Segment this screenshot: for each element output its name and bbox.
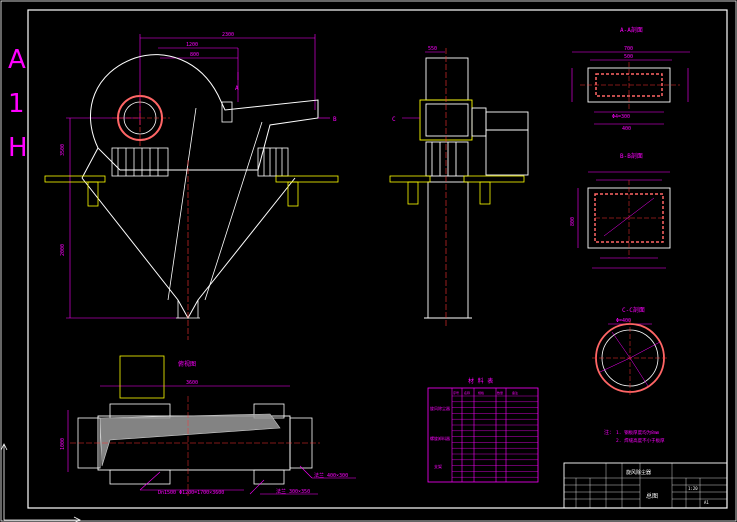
title-project: 旋风除尘器 <box>626 469 651 476</box>
notes-line-1: 1. 钢板厚度均为8mm <box>616 429 660 436</box>
bom-header-3: 规格 <box>478 390 484 395</box>
notes-heading: 注： <box>604 429 614 436</box>
title-scale: 1:20 <box>688 486 698 491</box>
section-marker-b: B <box>333 116 337 123</box>
bom-header-5: 备注 <box>512 390 518 395</box>
dim-top-small: 800 <box>190 52 199 58</box>
bom-group-1: 旋风除尘器 <box>430 405 450 411</box>
title-drawing: 总图 <box>646 492 658 500</box>
section-label-plan: 俯视图 <box>178 360 196 368</box>
side-letter-a: A <box>8 45 26 75</box>
ucs-axis-icon <box>0 443 81 522</box>
bom-header-1: 序号 <box>453 390 459 395</box>
section-marker-c: C <box>392 116 396 123</box>
side-letter-h: H <box>8 133 28 163</box>
bom-header-2: 名称 <box>464 390 470 395</box>
callout-2: 法兰 300×350 <box>276 488 310 495</box>
section-label-a-a: A-A剖面 <box>620 26 643 34</box>
section-c-c: C-C剖面 Φ=400 <box>592 306 668 396</box>
title-sheet: A1 <box>704 500 709 505</box>
dim-sec-side-b: 800 <box>570 217 576 226</box>
side-view: 550 C <box>389 46 529 328</box>
dim-left-tall: 3500 <box>60 144 66 156</box>
dim-right-top: 550 <box>428 46 437 52</box>
dim-sec-inner: 500 <box>624 54 633 60</box>
section-marker-a: A <box>235 85 239 92</box>
notes-line-2: 2. 焊缝高度不小于板厚 <box>616 437 665 444</box>
notes-block: 注： 1. 钢板厚度均为8mm 2. 焊缝高度不小于板厚 <box>604 429 665 444</box>
front-flange-right <box>275 175 339 183</box>
bom-header-4: 数量 <box>497 390 503 395</box>
section-b-b: B-B剖面 800 <box>570 152 671 269</box>
dim-sec-top: 700 <box>624 46 633 52</box>
front-flange-left <box>44 175 106 183</box>
bom-group-3: 支架 <box>434 463 442 469</box>
section-label-b-b: B-B剖面 <box>620 152 643 160</box>
callout-3: 法兰 400×300 <box>314 472 348 479</box>
dim-sec-note-a: Φ4=300 <box>612 114 630 120</box>
dim-plan-height: 1000 <box>60 438 66 450</box>
dim-circle-note: Φ=400 <box>616 318 631 324</box>
title-block: 旋风除尘器 总图 1:20 A1 <box>563 462 728 509</box>
dim-left-short: 2000 <box>60 244 66 256</box>
callout-1: Dn1500 Φ1200=1700×3600 <box>158 490 224 496</box>
dim-sec-bottom-a: 400 <box>622 126 631 132</box>
dim-plan-width: 3600 <box>186 380 198 386</box>
dim-top-overall: 2300 <box>222 32 234 38</box>
section-a-a: A-A剖面 700 500 Φ4=300 400 <box>571 26 690 132</box>
bom-title: 材 料 表 <box>468 377 493 385</box>
section-label-c-c: C-C剖面 <box>622 306 645 314</box>
drawing-inner-frame <box>27 9 728 509</box>
side-letter-1: 1 <box>8 89 25 119</box>
plan-view: 俯视图 3600 1000 Dn1500 Φ1200=1700×3600 法兰 … <box>60 355 356 496</box>
front-view: 2300 1200 800 3500 2000 A B <box>44 32 339 340</box>
dim-top-inner: 1200 <box>186 42 198 48</box>
bom-group-2: 螺旋卸料器 <box>430 435 450 441</box>
bom-table: 材 料 表 旋风除尘器 螺旋卸料器 支架 序号 名称 规格 数量 备注 <box>427 377 539 483</box>
